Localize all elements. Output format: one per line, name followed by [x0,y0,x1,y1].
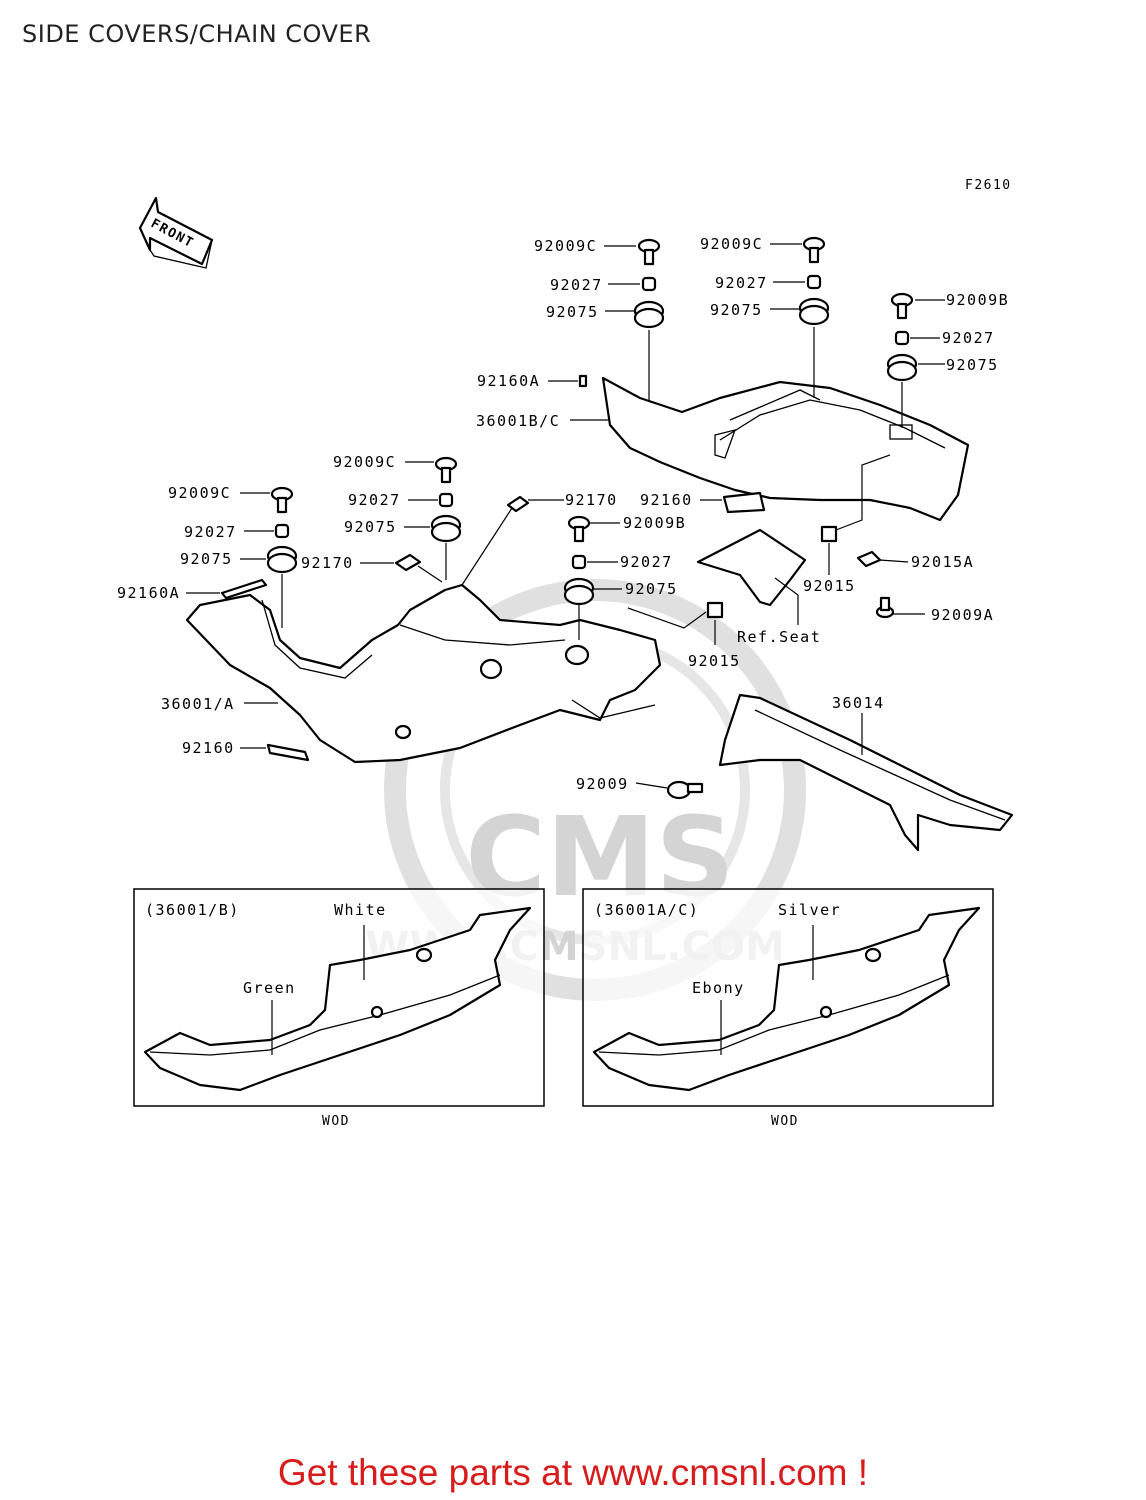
chain-cover [718,693,1014,852]
callout-92015: 92015 [688,652,741,670]
callout-92027: 92027 [184,523,237,541]
page-title: SIDE COVERS/CHAIN COVER [22,20,372,48]
callout-92009c: 92009C [700,235,763,253]
inset-bottom-color: Green [243,979,296,997]
callout-92009c: 92009C [168,484,231,502]
callout-92015a: 92015A [911,553,974,571]
footer-link[interactable]: Get these parts at www.cmsnl.com ! [277,1452,869,1493]
callout-92075: 92075 [625,580,678,598]
callout-92009c: 92009C [534,237,597,255]
callout-labels: 92009C 92027 92075 92009C 92027 92075 92… [117,235,1009,793]
callout-92075: 92075 [546,303,599,321]
callout-92027: 92027 [715,274,768,292]
callout-92170: 92170 [565,491,618,509]
leader-lines [186,243,945,789]
inset-caption: WOD [322,1114,350,1129]
callout-92160a: 92160A [117,584,180,602]
inset-caption: WOD [771,1114,799,1129]
callout-92075: 92075 [946,356,999,374]
callout-92009b: 92009B [946,291,1009,309]
callout-36014: 36014 [832,694,885,712]
callout-92075: 92075 [710,301,763,319]
callout-92027: 92027 [550,276,603,294]
inset-code: (36001/B) [145,901,240,919]
fastener-stacks [220,236,918,800]
inset-top-color: White [334,901,387,919]
callout-92009a: 92009A [931,606,994,624]
callout-92009b: 92009B [623,514,686,532]
inset-36001ac: (36001A/C) Silver Ebony WOD [582,888,994,1129]
callout-92027: 92027 [942,329,995,347]
callout-92009: 92009 [576,775,629,793]
callout-36001bc: 36001B/C [476,412,560,430]
inset-bottom-color: Ebony [692,979,745,997]
callout-92027: 92027 [348,491,401,509]
inset-code: (36001A/C) [594,901,699,919]
callout-92027: 92027 [620,553,673,571]
callout-ref-seat: Ref.Seat [737,628,821,646]
inset-top-color: Silver [778,901,841,919]
callout-92075: 92075 [180,550,233,568]
front-arrow-icon: FRONT [138,196,214,269]
callout-92015: 92015 [803,577,856,595]
callout-92009c: 92009C [333,453,396,471]
inset-36001b: (36001/B) White Green WOD [133,888,545,1129]
side-cover-upper [601,376,970,522]
side-cover-lower [185,583,662,764]
callout-92160a: 92160A [477,372,540,390]
callout-92170: 92170 [301,554,354,572]
seat-reference [696,528,807,607]
callout-36001a: 36001/A [161,695,235,713]
callout-92075: 92075 [344,518,397,536]
figure-code: F2610 [965,178,1012,193]
callout-92160: 92160 [182,739,235,757]
callout-92160: 92160 [640,491,693,509]
